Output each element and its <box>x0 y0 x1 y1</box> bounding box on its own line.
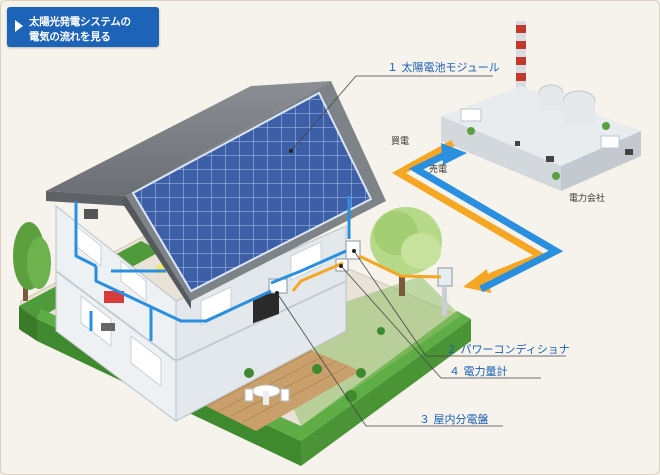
roof-left-slope <box>46 81 331 196</box>
wiring-blue <box>74 196 351 341</box>
callout-dots <box>275 149 356 295</box>
label-utility-company: 電力会社 <box>569 192 605 204</box>
kitchen-appliance-icon <box>101 323 115 331</box>
header-line-1: 太陽光発電システムの <box>29 16 131 28</box>
solar-module-array <box>131 91 373 293</box>
hedge-left-front <box>19 306 37 341</box>
label-solar-module: １ 太陽電池モジュール <box>387 61 500 74</box>
play-arrow-icon <box>15 20 23 32</box>
tree-right <box>370 207 442 296</box>
house-front-wall <box>175 225 347 422</box>
chair-left <box>244 388 254 402</box>
view-electricity-flow-button[interactable]: 太陽光発電システムの 電気の流れを見る <box>7 7 159 47</box>
header-line-2: 電気の流れを見る <box>29 31 111 43</box>
roof-gable-edge <box>121 196 191 309</box>
power-plant <box>441 21 641 191</box>
floor-divider-left <box>55 270 177 362</box>
laptop-icon <box>84 209 98 219</box>
tree-left <box>13 222 51 301</box>
callout-leaders <box>276 75 566 427</box>
label-power-conditioner: ２ パワーコンディショナ <box>446 342 570 356</box>
flow-orange-buy <box>391 139 549 285</box>
red-appliance-icon <box>104 291 124 303</box>
buy-sell-flow <box>391 139 564 293</box>
label-indoor-distribution-panel: ３ 屋内分電盤 <box>419 412 489 426</box>
tv-icon <box>253 289 279 324</box>
floor-divider-front <box>175 280 347 362</box>
roof-eave <box>46 191 126 206</box>
label-buy-electricity: 買電 <box>391 136 409 147</box>
label-power-meter: ４ 電力量計 <box>449 364 508 378</box>
pole <box>442 286 447 316</box>
table-leg <box>263 391 269 405</box>
flow-blue-arrowhead <box>441 143 467 165</box>
chair-right <box>280 388 290 402</box>
flow-blue-sell <box>408 149 564 293</box>
wiring-orange <box>291 254 442 292</box>
label-sell-electricity: 売電 <box>429 163 447 175</box>
